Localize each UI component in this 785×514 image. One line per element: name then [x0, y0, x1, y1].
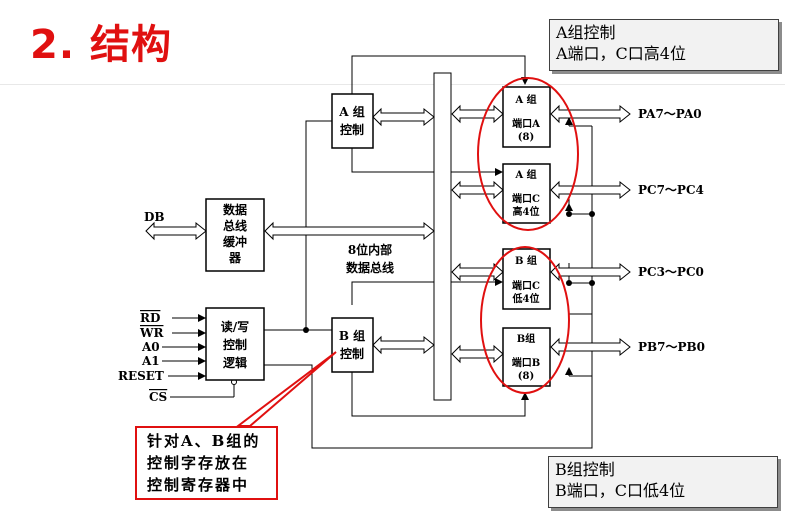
output-pb: PB7～PB0	[638, 340, 705, 354]
db-bus-arrow	[145, 221, 207, 241]
port-a-text-1: A 组	[514, 93, 536, 106]
bus-port-a-arrow	[451, 104, 504, 124]
port-c-low-block	[502, 248, 551, 310]
bus-port-b-arrow	[451, 344, 504, 364]
internal-bus-text-1: 8位内部	[348, 242, 392, 257]
wire-ctrl-b-to-port-c-lo	[351, 278, 503, 305]
info-box-group-b: B组控制 B端口，C口低4位	[548, 456, 778, 508]
junctions	[231, 211, 595, 385]
wire-pb-right	[569, 283, 593, 377]
buffer-text-3: 缓冲	[223, 234, 247, 249]
junction-dot	[303, 327, 309, 333]
db-label: DB	[144, 210, 165, 224]
signal-a0: A0	[141, 340, 160, 354]
wire-ctrl-a-to-port-a	[351, 55, 529, 94]
callout-line1: 针对A、B组的	[147, 432, 261, 450]
port-c-high-block	[502, 163, 551, 224]
rw-text-3: 逻辑	[223, 355, 247, 370]
info-a-line1: A组控制	[556, 23, 616, 42]
bus-port-c-hi-arrow	[451, 180, 504, 200]
info-a-line2: A端口，C口高4位	[556, 44, 686, 63]
port-c-hi-text-2: 端口C	[512, 192, 540, 205]
slide-title: 2. 结构	[30, 22, 172, 68]
port-c-lo-text-2: 端口C	[512, 279, 540, 292]
port-a-out-arrow	[550, 104, 631, 124]
internal-bus-bar	[433, 72, 452, 401]
junction-dot	[589, 211, 595, 217]
port-b-text-2: 端口B	[512, 356, 540, 369]
port-a-text-3: (8)	[518, 132, 534, 143]
group-a-control-block	[331, 93, 374, 149]
callout-note: 针对A、B组的 控制字存放在 控制寄存器中	[135, 426, 278, 500]
port-b-text-1: B组	[517, 332, 535, 345]
data-bus-buffer-block	[205, 198, 265, 272]
port-b-text-3: (8)	[518, 371, 534, 382]
callout-line2: 控制字存放在	[147, 454, 250, 472]
internal-bus-text-2: 数据总线	[346, 260, 394, 275]
rw-control-block	[205, 307, 265, 381]
ctrl-b-bus-arrow	[372, 335, 435, 355]
wire-pc-hi	[568, 198, 592, 215]
highlight-group-b	[480, 246, 570, 394]
ctrl-a-bus-arrow	[372, 107, 435, 127]
port-c-hi-text-1: A 组	[514, 168, 536, 181]
signal-wr: WR	[139, 326, 164, 340]
highlights	[477, 77, 579, 394]
port-c-lo-text-3: 低4位	[512, 292, 540, 305]
port-b-out-arrow	[550, 337, 631, 357]
rw-text-2: 控制	[223, 337, 247, 352]
buffer-to-bus-arrow	[264, 221, 435, 241]
group-b-control-block	[331, 317, 374, 373]
port-c-hi-out-arrow	[550, 180, 631, 200]
info-b-line2: B端口，C口低4位	[555, 481, 686, 500]
port-b-block	[502, 327, 551, 387]
title-divider	[0, 84, 785, 85]
info-b-line1: B组控制	[555, 460, 615, 479]
buffer-text-2: 总线	[223, 218, 247, 233]
ctrl-b-text-2: 控制	[340, 346, 364, 361]
bus-arrows	[145, 104, 631, 364]
buffer-text-1: 数据	[223, 202, 247, 217]
buffer-text-4: 器	[228, 251, 242, 265]
output-pc-high: PC7～PC4	[638, 183, 704, 197]
callout-line3: 控制寄存器中	[147, 476, 250, 494]
signal-reset: RESET	[118, 369, 164, 383]
blocks	[205, 86, 551, 387]
highlight-group-a	[477, 77, 579, 231]
ctrl-a-text-2: 控制	[340, 122, 364, 137]
output-pc-low: PC3～PC0	[638, 265, 704, 279]
port-a-text-2: 端口A	[512, 117, 540, 130]
wire-ctrl-b-to-port-b	[351, 372, 529, 417]
wire-ctrl-a-ctrl-b	[305, 120, 332, 331]
junction-dot	[566, 211, 572, 217]
ctrl-a-text-1: A 组	[338, 104, 365, 119]
wire-ctrl-a-to-port-c-hi	[351, 148, 503, 176]
signal-arrows	[190, 314, 206, 380]
port-c-hi-text-3: 高4位	[513, 205, 540, 218]
signal-rd: RD	[140, 311, 160, 325]
port-c-lo-text-1: B 组	[515, 254, 537, 267]
port-a-block	[502, 86, 551, 148]
info-box-group-a: A组控制 A端口，C口高4位	[549, 19, 779, 71]
signal-cs: CS	[149, 390, 167, 404]
junction-dot	[589, 280, 595, 286]
junction-dot	[566, 280, 572, 286]
port-c-lo-out-arrow	[550, 262, 631, 282]
ctrl-b-text-1: B 组	[339, 328, 365, 343]
signal-a1: A1	[141, 354, 160, 368]
output-pa: PA7～PA0	[638, 107, 702, 121]
rw-text-1: 读/写	[221, 319, 249, 334]
